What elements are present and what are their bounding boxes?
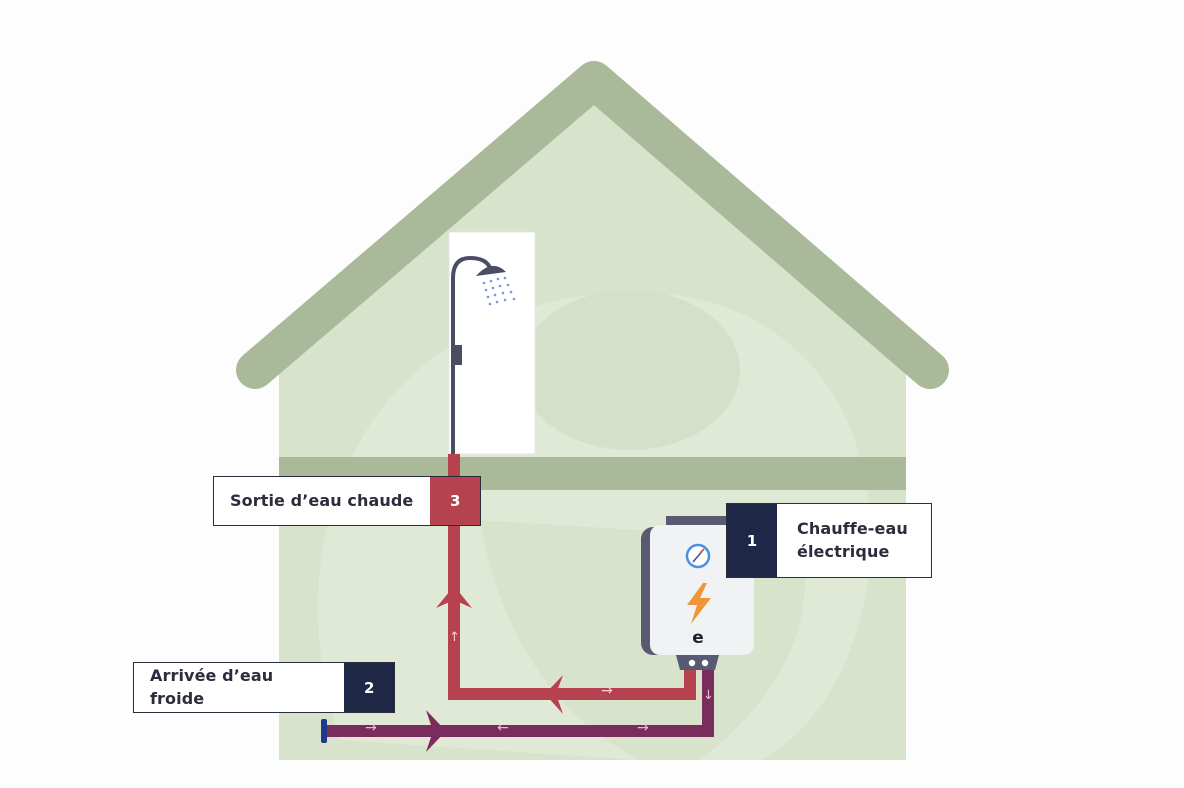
label-line-1: Chauffe-eau <box>797 519 908 539</box>
flow-arrow-hot-right: → <box>601 683 613 699</box>
label-hot-water-outlet-text: Sortie d’eau chaude <box>230 490 414 510</box>
cold-inlet-cap <box>321 719 327 743</box>
badge-number-2: 2 <box>344 663 394 712</box>
label-line-2: électrique <box>797 541 890 561</box>
cold-flow-arrowhead-right <box>426 710 446 752</box>
flow-arrow-hot-up: ↑ <box>449 630 460 645</box>
label-cold-water-inlet: Arrivée d’eau froide 2 <box>133 662 395 713</box>
label-electric-water-heater-text: Chauffe-eau électrique <box>777 504 931 577</box>
house-roof <box>236 61 949 389</box>
badge-number-3: 3 <box>430 477 480 525</box>
flow-arrow-cold-2: ← <box>497 720 509 736</box>
label-hot-water-outlet: Sortie d’eau chaude 3 <box>213 476 481 526</box>
hot-flow-arrowhead-up <box>436 586 472 608</box>
label-electric-water-heater: 1 Chauffe-eau électrique <box>726 503 932 578</box>
heater-logo: e <box>692 628 704 648</box>
flow-arrow-cold-3: → <box>637 720 649 736</box>
flow-arrow-cold-down: ↓ <box>703 688 714 703</box>
gauge-icon <box>685 543 711 569</box>
cold-water-pipe <box>321 668 714 752</box>
water-heater <box>641 516 754 670</box>
label-cold-water-inlet-text: Arrivée d’eau froide <box>150 666 274 708</box>
shower <box>448 231 536 455</box>
badge-number-1: 1 <box>727 504 777 577</box>
lightning-bolt-icon <box>687 583 711 624</box>
flow-arrow-cold-1: → <box>365 720 377 736</box>
hot-flow-arrowhead-left <box>545 675 563 714</box>
hot-water-pipe <box>436 454 696 714</box>
